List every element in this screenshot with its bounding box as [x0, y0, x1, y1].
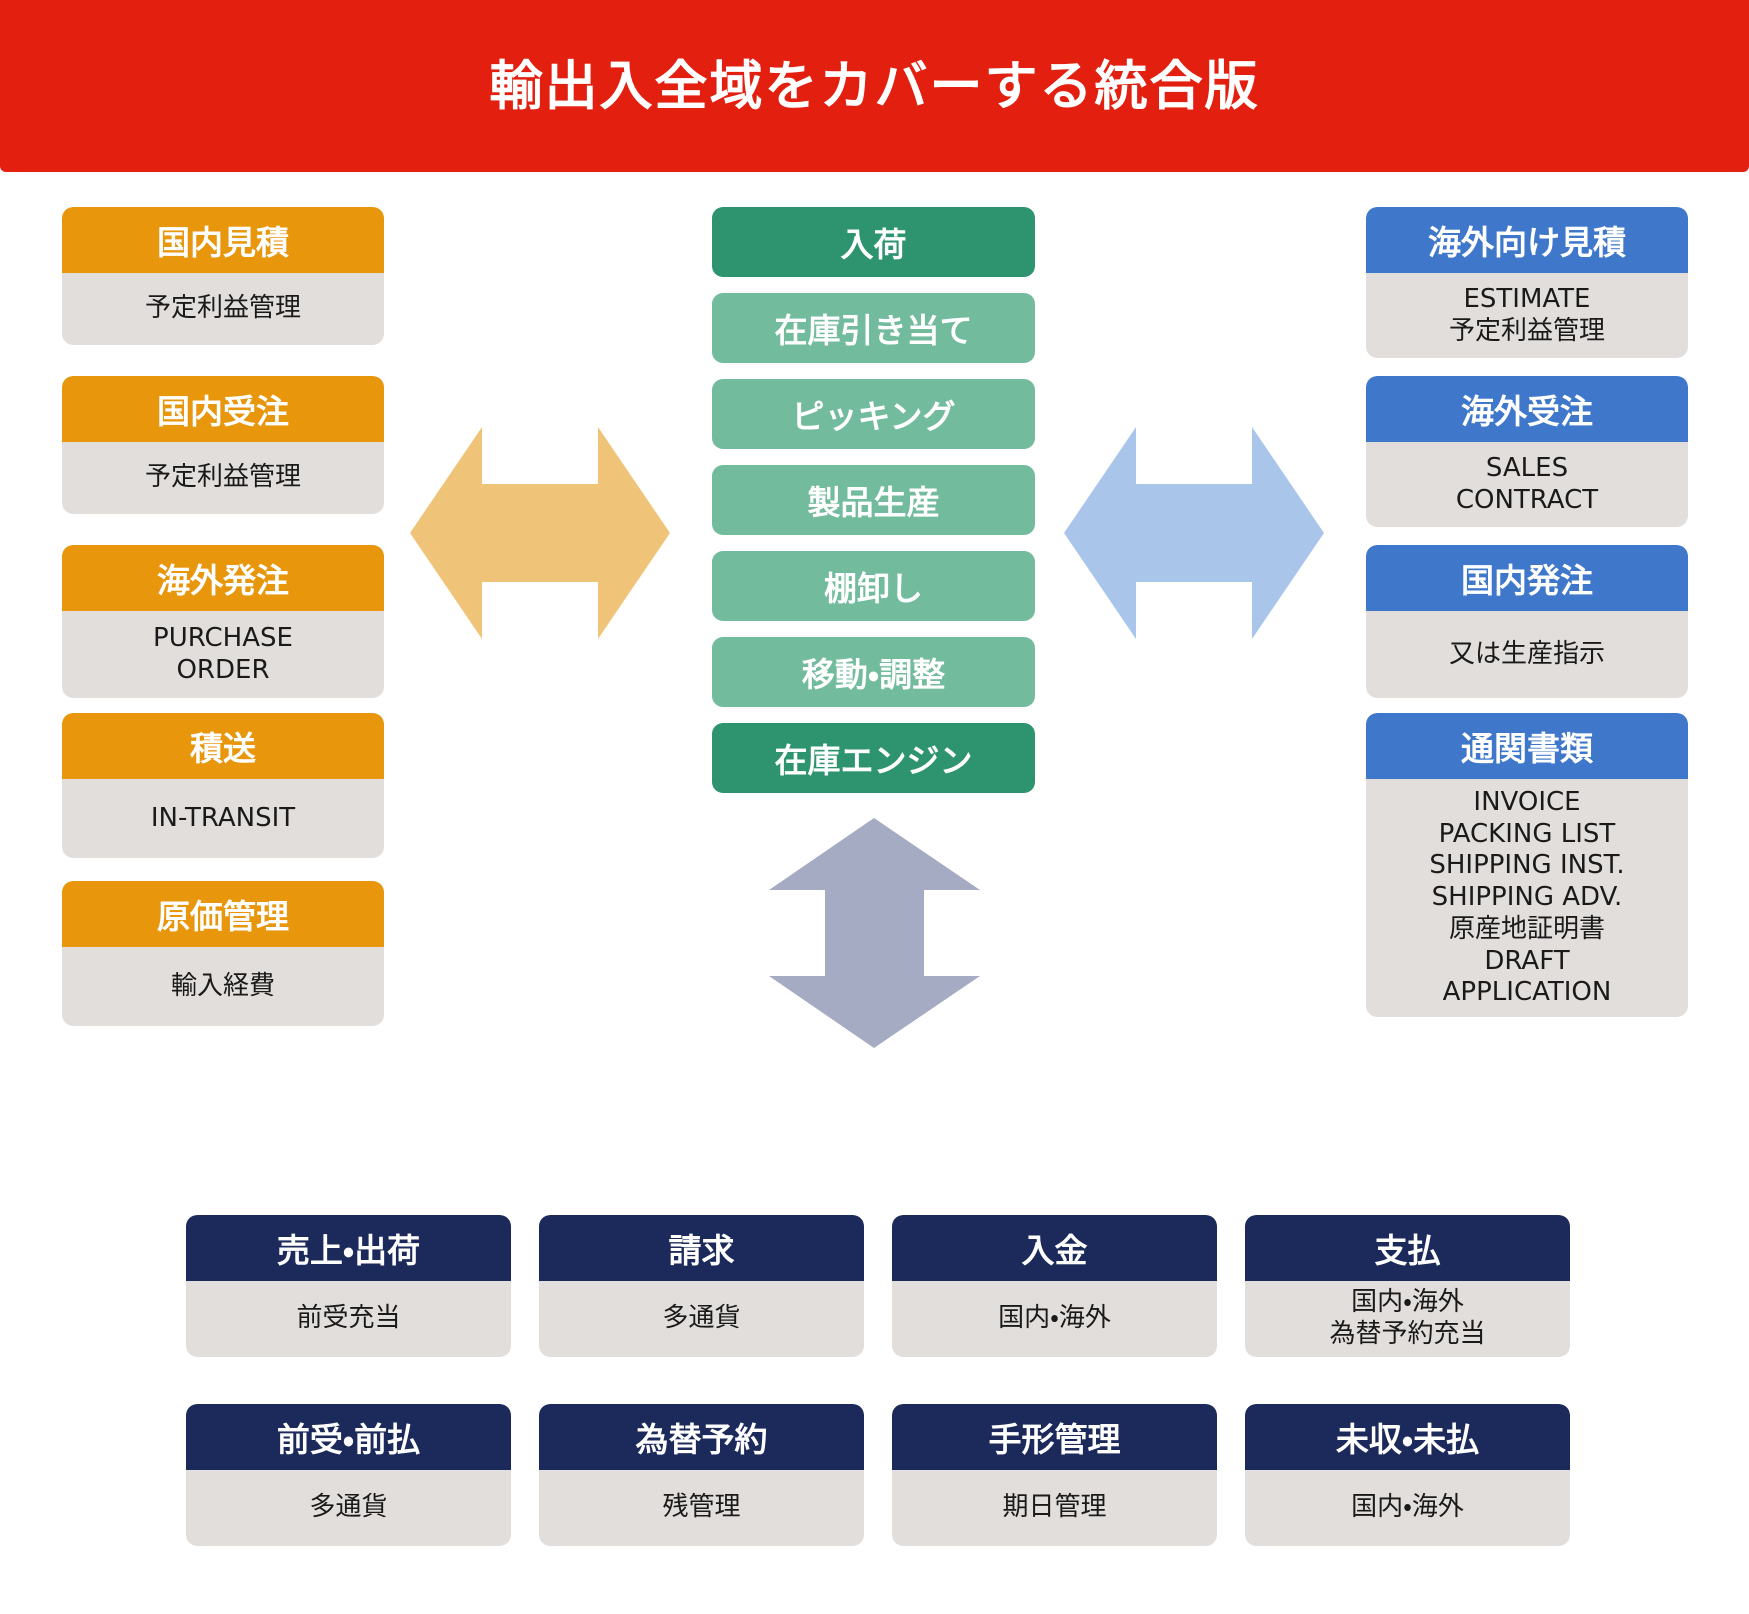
card-domestic-purchase[interactable]: 国内発注 又は生産指示 — [1366, 545, 1688, 698]
double-arrow-vertical — [752, 818, 997, 1048]
card-title: 海外受注 — [1366, 376, 1688, 442]
card-body: IN-TRANSIT — [62, 779, 384, 858]
pill-picking[interactable]: ピッキング — [712, 379, 1035, 449]
card-cost-management[interactable]: 原価管理 輸入経費 — [62, 881, 384, 1026]
card-title: 未収・未払 — [1245, 1404, 1570, 1470]
card-title: 前受・前払 — [186, 1404, 511, 1470]
header-banner: 輸出入全域をカバーする統合版 — [0, 0, 1749, 172]
card-body: 予定利益管理 — [62, 273, 384, 345]
card-overseas-purchase[interactable]: 海外発注 PURCHASE ORDER — [62, 545, 384, 698]
card-overseas-estimate[interactable]: 海外向け見積 ESTIMATE 予定利益管理 — [1366, 207, 1688, 358]
card-body: 前受充当 — [186, 1281, 511, 1357]
card-body: SALES CONTRACT — [1366, 442, 1688, 527]
card-customs-documents[interactable]: 通関書類 INVOICE PACKING LIST SHIPPING INST.… — [1366, 713, 1688, 1017]
card-receipt[interactable]: 入金 国内・海外 — [892, 1215, 1217, 1357]
card-body: 又は生産指示 — [1366, 611, 1688, 698]
card-body: ESTIMATE 予定利益管理 — [1366, 273, 1688, 358]
card-body: 多通貨 — [539, 1281, 864, 1357]
card-body: 多通貨 — [186, 1470, 511, 1546]
card-title: 為替予約 — [539, 1404, 864, 1470]
pill-inbound[interactable]: 入荷 — [712, 207, 1035, 277]
card-body: INVOICE PACKING LIST SHIPPING INST. SHIP… — [1366, 779, 1688, 1017]
card-in-transit[interactable]: 積送 IN-TRANSIT — [62, 713, 384, 858]
card-title: 国内発注 — [1366, 545, 1688, 611]
pill-stock-allocation[interactable]: 在庫引き当て — [712, 293, 1035, 363]
card-title: 海外発注 — [62, 545, 384, 611]
pill-inventory-engine[interactable]: 在庫エンジン — [712, 723, 1035, 793]
card-billing[interactable]: 請求 多通貨 — [539, 1215, 864, 1357]
pill-transfer-adjust[interactable]: 移動・調整 — [712, 637, 1035, 707]
card-title: 請求 — [539, 1215, 864, 1281]
card-body: 期日管理 — [892, 1470, 1217, 1546]
pill-stocktaking[interactable]: 棚卸し — [712, 551, 1035, 621]
card-title: 入金 — [892, 1215, 1217, 1281]
card-unsettled[interactable]: 未収・未払 国内・海外 — [1245, 1404, 1570, 1546]
card-title: 積送 — [62, 713, 384, 779]
card-title: 通関書類 — [1366, 713, 1688, 779]
card-domestic-estimate[interactable]: 国内見積 予定利益管理 — [62, 207, 384, 345]
card-body: 国内・海外 — [1245, 1470, 1570, 1546]
card-body: 国内・海外 為替予約充当 — [1245, 1281, 1570, 1357]
card-body: 予定利益管理 — [62, 442, 384, 514]
double-arrow-horizontal-left — [410, 412, 670, 654]
double-arrow-horizontal-right — [1064, 412, 1324, 654]
card-overseas-sales-order[interactable]: 海外受注 SALES CONTRACT — [1366, 376, 1688, 527]
card-title: 売上・出荷 — [186, 1215, 511, 1281]
card-body: 輸入経費 — [62, 947, 384, 1026]
card-body: 残管理 — [539, 1470, 864, 1546]
card-note-management[interactable]: 手形管理 期日管理 — [892, 1404, 1217, 1546]
card-advance-receipt-payment[interactable]: 前受・前払 多通貨 — [186, 1404, 511, 1546]
card-title: 手形管理 — [892, 1404, 1217, 1470]
card-body: 国内・海外 — [892, 1281, 1217, 1357]
card-title: 海外向け見積 — [1366, 207, 1688, 273]
card-sales-shipment[interactable]: 売上・出荷 前受充当 — [186, 1215, 511, 1357]
card-title: 支払 — [1245, 1215, 1570, 1281]
card-title: 原価管理 — [62, 881, 384, 947]
page-title: 輸出入全域をカバーする統合版 — [489, 55, 1260, 117]
card-fx-contract[interactable]: 為替予約 残管理 — [539, 1404, 864, 1546]
card-domestic-order[interactable]: 国内受注 予定利益管理 — [62, 376, 384, 514]
card-body: PURCHASE ORDER — [62, 611, 384, 698]
pill-production[interactable]: 製品生産 — [712, 465, 1035, 535]
card-title: 国内受注 — [62, 376, 384, 442]
card-title: 国内見積 — [62, 207, 384, 273]
card-payment[interactable]: 支払 国内・海外 為替予約充当 — [1245, 1215, 1570, 1357]
